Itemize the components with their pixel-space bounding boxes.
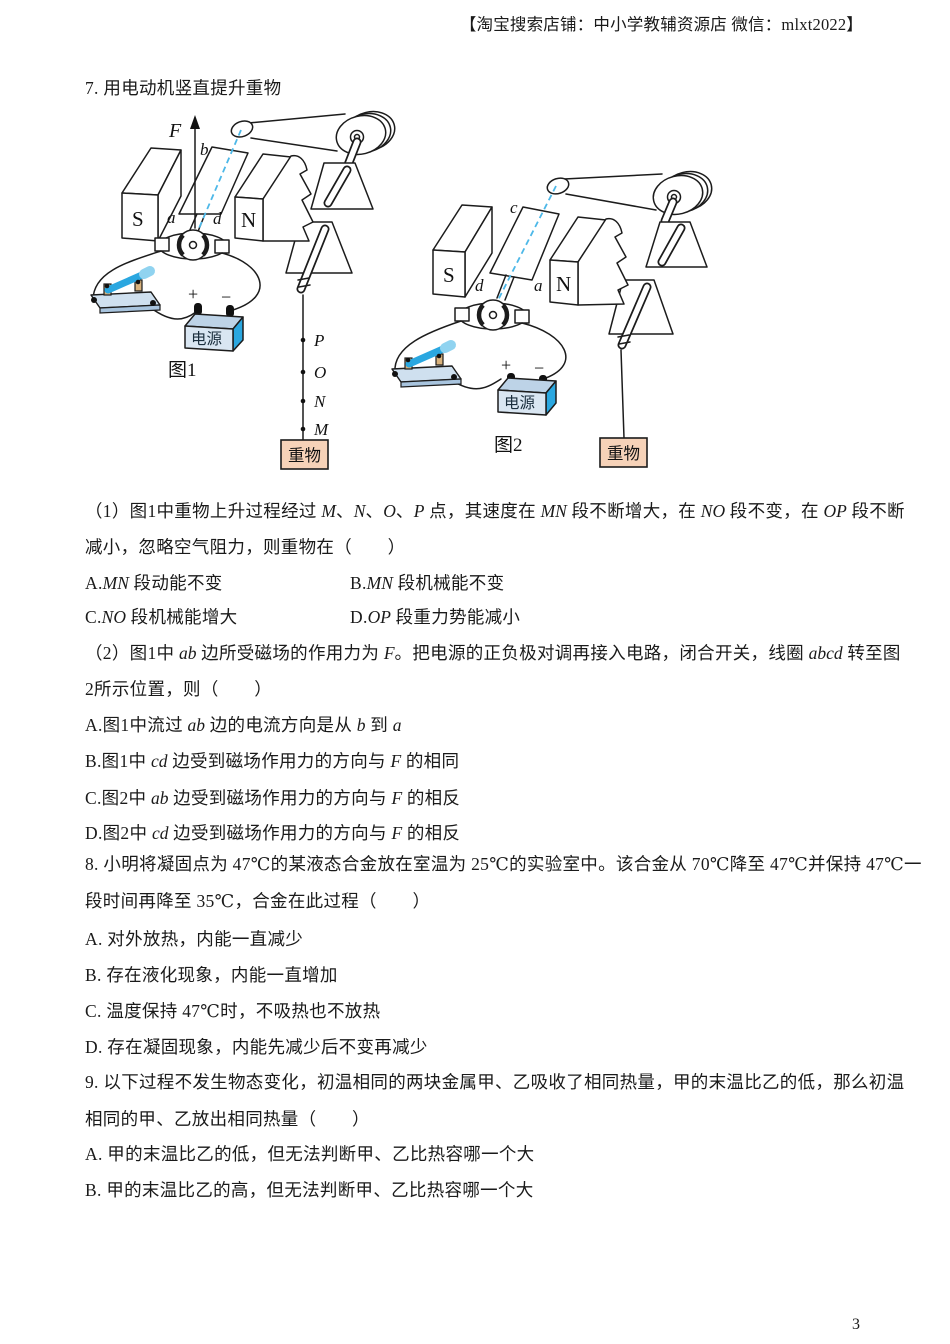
fig1-battery-label: 电源 [191,330,222,348]
fig2-switch-handle [405,345,447,368]
q7-part2-option-c: C.图2中 ab 边受到磁场作用力的方向与 F 的相反 [85,788,461,808]
fig2-brush-right [514,309,530,324]
fig1-pulley-system: P O N M 重物 [230,110,396,470]
fig2-corner-a-label: a [534,276,543,295]
fig1-plus-label: + [188,284,198,304]
fig1-n-pole-label: N [241,208,256,232]
q7-part1-line1: （1）图1中重物上升过程经过 M、N、O、P 点，其速度在 MN 段不断增大，在… [85,501,905,521]
fig1-magnet-s: S [121,147,182,242]
fig2-corner-c-label: c [510,198,518,217]
fig2-caption: 图2 [494,435,523,456]
fig2-magnet-s: S [432,204,493,298]
q7-part1-option-a: A.MN 段动能不变 [85,573,223,593]
fig1-magnet-n: N [234,153,314,242]
q8-line1: 8. 小明将凝固点为 47℃的某液态合金放在室温为 25℃的实验室中。该合金从 … [85,854,922,874]
q7-part2-option-b: B.图1中 cd 边受到磁场作用力的方向与 F 的相同 [85,751,460,771]
fig1-point-p-label: P [313,331,324,350]
fig1-s-pole-label: S [132,207,144,231]
fig2-battery-label: 电源 [504,394,535,412]
fig2-switch [391,340,462,388]
fig1-point-n-label: N [313,392,327,411]
fig2-commutator [454,299,530,331]
fig2-battery: + − 电源 [497,355,557,416]
fig1-switch [90,266,161,314]
fig1-brush-left [154,237,170,252]
page-number: 3 [852,1316,860,1333]
q7-part1-option-d: D.OP 段重力势能减小 [350,607,521,627]
q7-part1-options-cd: C.NO 段机械能增大 D.OP 段重力势能减小 [85,605,875,629]
fig2-minus-label: − [534,358,544,378]
q8-line2: 段时间再降至 35℃，合金在此过程（ ） [85,891,431,911]
q7-part2-option-d: D.图2中 cd 边受到磁场作用力的方向与 F 的相反 [85,823,461,843]
q7-part1-option-c: C.NO 段机械能增大 [85,607,238,627]
fig1-battery: + − 电源 [184,284,244,352]
q9-option-b: B. 甲的末温比乙的高，但无法判断甲、乙比热容哪一个大 [85,1180,534,1200]
fig2-weight-box [599,437,648,468]
q9-line2: 相同的甲、乙放出相同热量（ ） [85,1109,370,1129]
fig2-magnet-n: N [549,216,629,306]
fig1-force-arrow: F [168,115,200,229]
fig1-force-label: F [168,120,182,142]
fig1-corner-b-label: b [200,140,209,159]
fig1-commutator [154,229,230,261]
q7-part2-line2: 2所示位置，则（ ） [85,679,273,699]
fig2-coil-axis [493,185,557,309]
fig2-coil [489,206,560,301]
fig2-string [620,349,625,439]
fig1-minus-label: − [221,287,231,307]
fig2-corner-d-label: d [475,276,484,295]
fig1-weight-label: 重物 [288,446,321,465]
fig2-s-pole-label: S [443,263,455,287]
fig1-corner-d-label: d [213,209,222,228]
figure-1-motor-diagram: P O N M 重物 S N F [90,110,396,470]
q7-part2-option-a: A.图1中流过 ab 边的电流方向是从 b 到 a [85,715,402,735]
fig1-roller [230,120,254,138]
q8-option-a: A. 对外放热，内能一直减少 [85,929,304,949]
fig1-corner-a-label: a [167,208,176,227]
q7-part2-line1: （2）图1中 ab 边所受磁场的作用力为 F。把电源的正负极对调再接入电路，闭合… [85,643,901,663]
q9-line1: 9. 以下过程不发生物态变化，初温相同的两块金属甲、乙吸收了相同热量，甲的末温比… [85,1072,905,1092]
fig2-weight-label: 重物 [607,444,640,463]
fig1-circuit-wires [92,250,261,320]
q7-part1-line2: 减小，忽略空气阻力，则重物在（ ） [85,537,406,557]
fig1-brush-right [214,239,230,254]
question-7-stem: 7. 用电动机竖直提升重物 [85,78,282,98]
q8-option-b: B. 存在液化现象，内能一直增加 [85,965,338,985]
fig2-pulley-system: 重物 [546,170,713,468]
q7-part1-options-ab: A.MN 段动能不变 B.MN 段机械能不变 [85,571,875,595]
q8-option-c: C. 温度保持 47℃时，不吸热也不放热 [85,1001,381,1021]
fig1-point-m-label: M [313,420,329,439]
header-shop-line: 【淘宝搜索店铺：中小学教辅资源店 微信：mlxt2022】 [459,15,863,34]
fig1-weight-box [280,439,329,470]
q7-part1-option-b: B.MN 段机械能不变 [350,573,505,593]
fig1-caption: 图1 [168,360,197,381]
fig2-n-pole-label: N [556,272,571,296]
figure-2-motor-diagram: 重物 S N c d a [391,170,713,468]
fig1-switch-handle [104,271,146,294]
q8-option-d: D. 存在凝固现象，内能先减少后不变再减少 [85,1037,428,1057]
q9-option-a: A. 甲的末温比乙的低，但无法判断甲、乙比热容哪一个大 [85,1144,535,1164]
fig2-plus-label: + [501,355,511,375]
fig2-brush-left [454,307,470,322]
fig2-roller [546,177,570,195]
fig1-point-o-label: O [314,363,326,382]
